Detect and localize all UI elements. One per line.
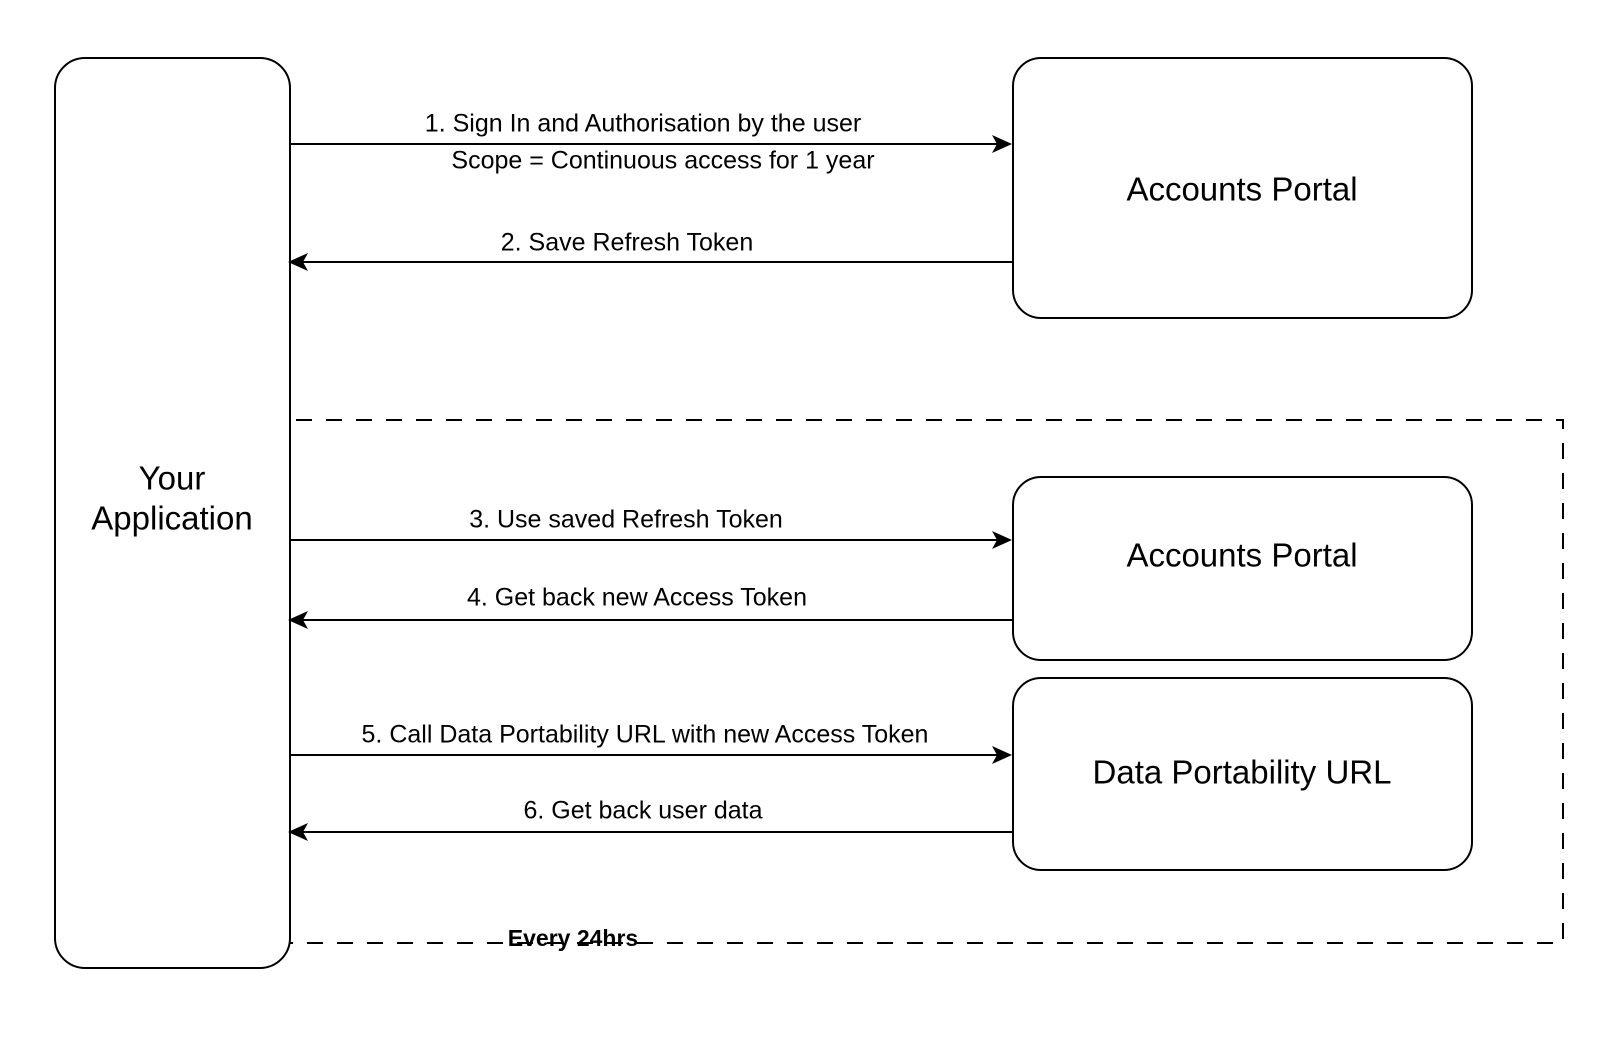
edge-4-label: 4. Get back new Access Token [467,584,807,612]
node-accounts-portal-mid[interactable] [1012,476,1473,661]
node-your-application-label-line1: Your [139,460,206,497]
recurring-region-boundary [265,419,1564,944]
edge-1-sublabel: Scope = Continuous access for 1 year [451,147,874,175]
edge-6-label: 6. Get back user data [523,797,762,825]
node-accounts-portal-mid-label: Accounts Portal [1126,537,1357,574]
edge-1-arrowhead-right [992,135,1012,153]
node-accounts-portal-top[interactable] [1012,57,1473,319]
recurring-region-label: Every 24hrs [508,925,638,951]
node-your-application-label-line2: Application [91,500,252,537]
node-data-portability-url-label: Data Portability URL [1093,754,1392,791]
edge-5-label: 5. Call Data Portability URL with new Ac… [362,721,929,749]
edge-4-arrowhead-left [288,611,308,629]
node-accounts-portal-top-label: Accounts Portal [1126,171,1357,208]
edge-2-label: 2. Save Refresh Token [501,229,753,257]
edge-1-label: 1. Sign In and Authorisation by the user [425,110,861,138]
edge-5-arrowhead-right [992,746,1012,764]
edge-2-arrowhead-left [288,253,308,271]
edge-6-arrowhead-left [288,823,308,841]
node-your-application[interactable] [54,57,291,969]
node-data-portability-url[interactable] [1012,677,1473,871]
edge-3-label: 3. Use saved Refresh Token [469,506,783,534]
edge-3-arrowhead-right [992,531,1012,549]
